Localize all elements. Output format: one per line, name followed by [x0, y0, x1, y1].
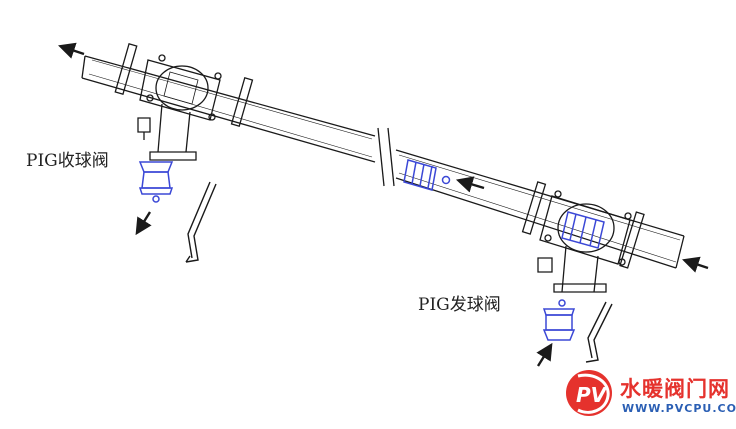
- launcher-valve-label: PIG发球阀: [418, 295, 501, 315]
- arrow-inlet-right: [682, 256, 709, 273]
- receiver-cap: [138, 161, 174, 203]
- launcher-clamp: [585, 301, 613, 363]
- pig-in-launcher-valve: [561, 211, 605, 249]
- watermark-title: 水暖阀门网: [620, 377, 730, 401]
- watermark-logo-letters: PV: [576, 383, 608, 407]
- arrow-pig-direction: [455, 176, 485, 193]
- receiver-clamp: [185, 181, 217, 263]
- watermark: PV 水暖阀门网 WWW.PVCPU.COM: [564, 364, 736, 424]
- launcher-cap: [542, 299, 576, 341]
- receiver-valve-label: PIG收球阀: [26, 151, 109, 171]
- pipeline-upper-section: [81, 43, 376, 163]
- watermark-logo: PV: [566, 370, 612, 416]
- arrow-outlet-left: [58, 42, 85, 59]
- pipeline-lower-section: [395, 149, 685, 293]
- pig-in-pipeline: [403, 159, 451, 191]
- watermark-url: WWW.PVCPU.COM: [622, 402, 736, 415]
- pipe-break: [377, 127, 395, 187]
- arrow-receiver-remove: [135, 211, 152, 236]
- flow-arrows: [58, 42, 709, 367]
- arrow-launcher-insert: [536, 342, 553, 367]
